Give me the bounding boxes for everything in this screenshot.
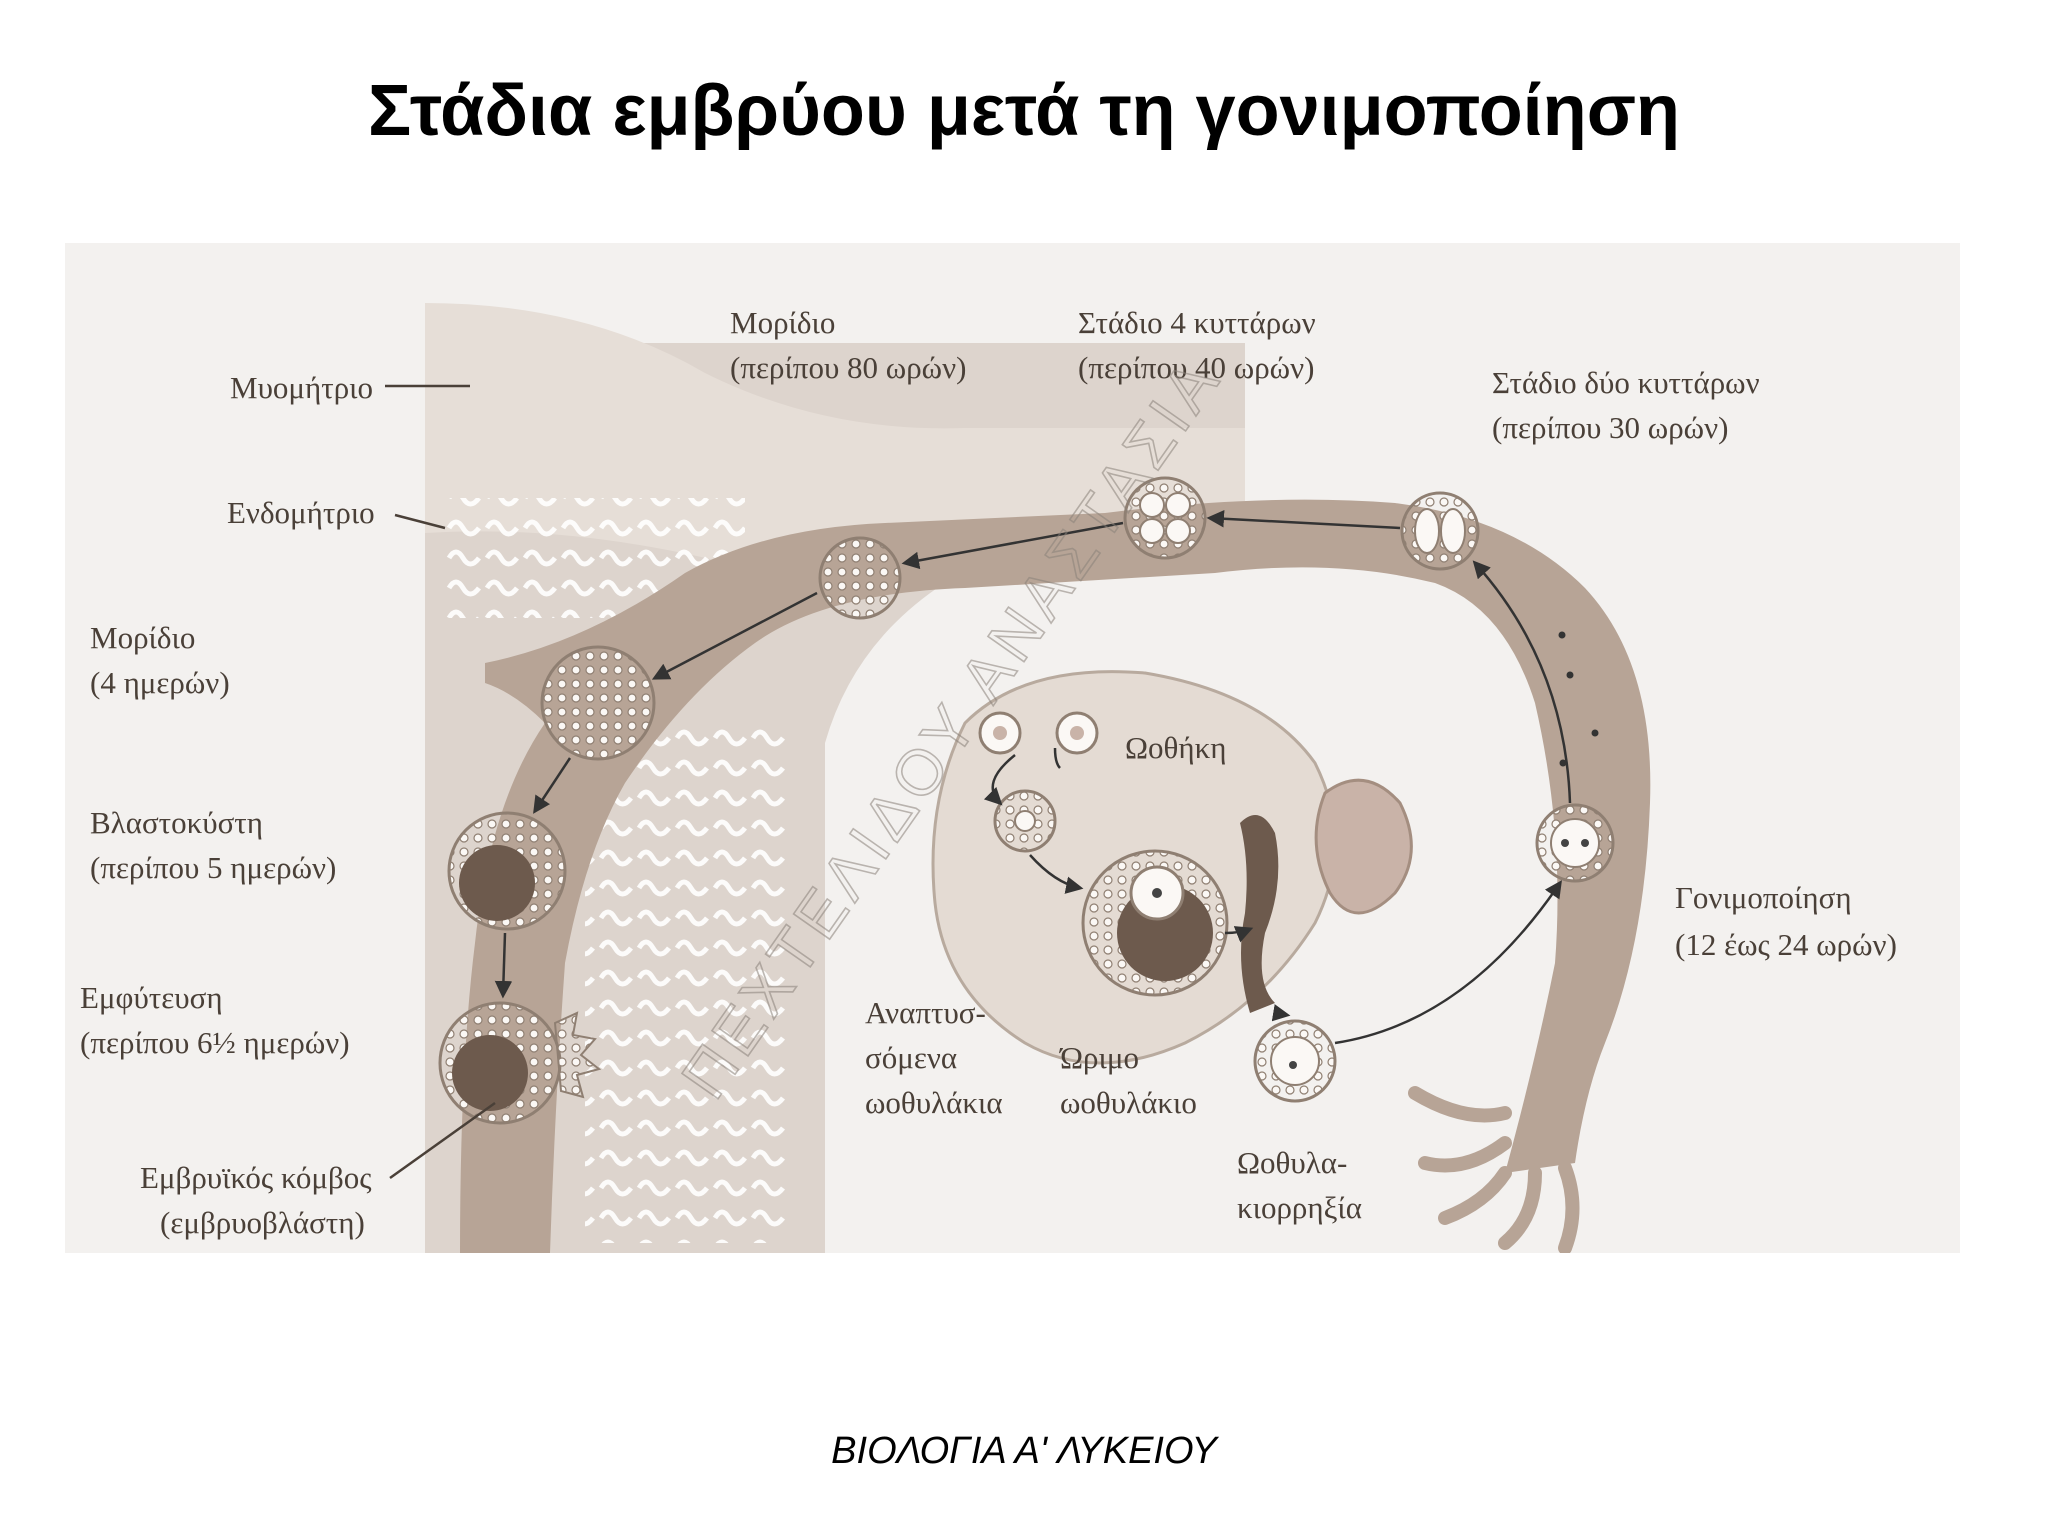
label-morula-80-name: Μορίδιο <box>730 305 835 340</box>
fallopian-tube <box>460 499 1651 1253</box>
label-implantation-time: (περίπου 6½ ημερών) <box>80 1025 350 1060</box>
label-blastocyst-name: Βλαστοκύστη <box>90 805 263 840</box>
label-four-cell-name: Στάδιο 4 κυττάρων <box>1078 305 1316 340</box>
label-two-cell-time: (περίπου 30 ωρών) <box>1492 410 1728 445</box>
label-two-cell-name: Στάδιο δύο κυττάρων <box>1492 365 1760 400</box>
label-endometrium: Ενδομήτριο <box>227 495 375 530</box>
label-ovulation-1: Ωοθυλα- <box>1237 1145 1347 1180</box>
corpus-luteum <box>1314 778 1413 915</box>
label-developing-follicles-1: Αναπτυσ- <box>865 995 986 1030</box>
fimbriae <box>1408 1086 1580 1253</box>
two-cell-stage <box>1400 491 1480 571</box>
zygote-fertilization <box>1535 803 1615 883</box>
pathway-arrows <box>494 509 1572 1045</box>
mature-follicle <box>1081 849 1229 997</box>
leader-lines <box>385 384 496 1180</box>
developing-follicles <box>978 711 1099 853</box>
label-inner-cell-mass-name: Εμβρυϊκός κόμβος <box>140 1160 372 1195</box>
morula-80-hours <box>818 536 902 620</box>
label-morula-80-time: (περίπου 80 ωρών) <box>730 350 966 385</box>
released-oocyte <box>1253 1019 1337 1103</box>
label-myometrium: Μυομήτριο <box>230 370 373 405</box>
label-implantation-name: Εμφύτευση <box>80 980 223 1015</box>
label-developing-follicles-3: ωοθυλάκια <box>865 1085 1003 1120</box>
slide-title: Στάδια εμβρύου μετά τη γονιμοποίηση <box>368 71 1680 151</box>
label-morula-4-name: Μορίδιο <box>90 620 195 655</box>
label-fertilization-time: (12 έως 24 ωρών) <box>1675 927 1897 962</box>
label-morula-4-time: (4 ημερών) <box>90 665 230 700</box>
footer-course-label: ΒΙΟΛΟΓΙΑ Α' ΛΥΚΕΙΟΥ <box>831 1430 1217 1472</box>
label-fertilization-name: Γονιμοποίηση <box>1675 880 1852 915</box>
sperm <box>1558 631 1599 767</box>
label-ovary: Ωοθήκη <box>1125 730 1226 765</box>
embryo-development-diagram: Μυομήτριο Ενδομήτριο Μορίδιο (4 ημερών) … <box>65 243 1960 1253</box>
four-cell-stage <box>1123 476 1207 560</box>
label-ovulation-2: κιορρηξία <box>1237 1190 1362 1225</box>
label-inner-cell-mass-alt: (εμβρυοβλάστη) <box>160 1205 365 1240</box>
ruptured-follicle <box>1240 815 1279 1013</box>
label-mature-follicle-2: ωοθυλάκιο <box>1060 1085 1197 1120</box>
blastocyst <box>447 811 567 931</box>
label-mature-follicle-1: Ώριμο <box>1059 1040 1139 1075</box>
endometrium-texture-lower <box>585 723 785 1243</box>
label-four-cell-time: (περίπου 40 ωρών) <box>1078 350 1314 385</box>
label-blastocyst-time: (περίπου 5 ημερών) <box>90 850 336 885</box>
label-developing-follicles-2: σόμενα <box>865 1040 957 1075</box>
implantation-stage <box>438 1001 602 1125</box>
morula-4-days <box>540 645 656 761</box>
